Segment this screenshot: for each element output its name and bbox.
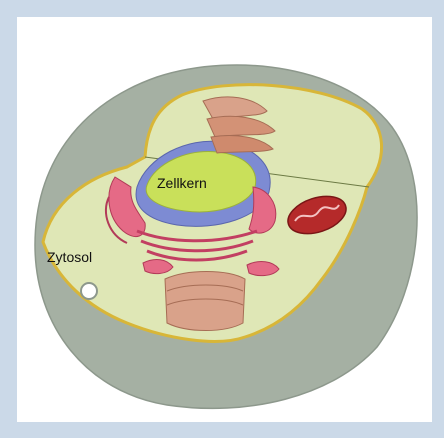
figure-panel: Zellkern Zytosol	[17, 17, 432, 422]
nucleus-label: Zellkern	[157, 175, 207, 191]
cell-diagram: Zellkern Zytosol	[17, 17, 432, 422]
vesicle	[81, 283, 97, 299]
cytosol-label: Zytosol	[47, 249, 92, 265]
